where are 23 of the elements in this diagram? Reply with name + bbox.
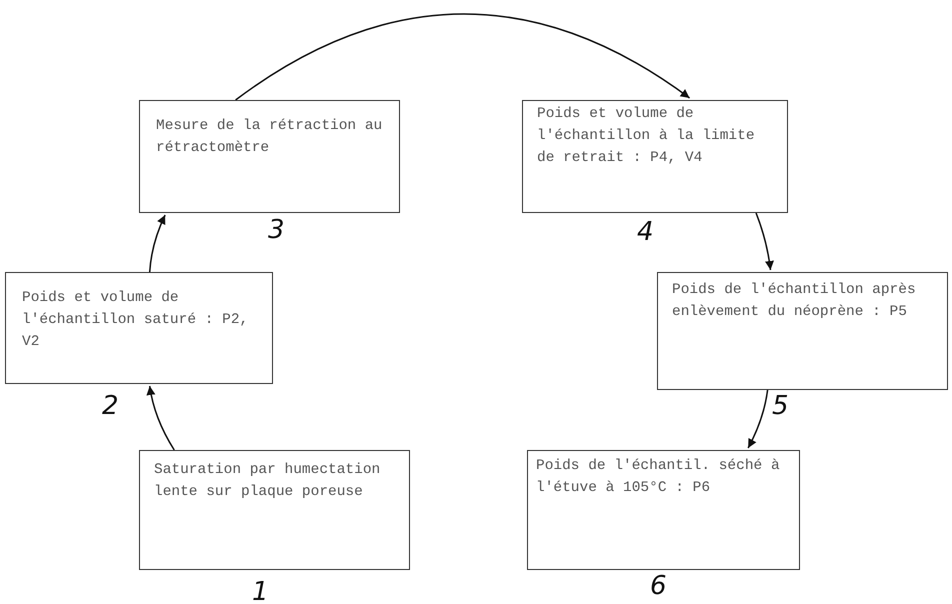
step-number: 2 (102, 392, 119, 420)
process-box (5, 272, 273, 384)
box-text: Poids de l'échantillon après enlèvement du néoprène : P5 (672, 281, 917, 322)
box-text: Saturation par humectation lente sur plaque poreuse (154, 461, 382, 502)
process-box (527, 450, 800, 570)
arrow (747, 390, 768, 448)
box-text: Mesure de la rétraction au rétractomètre (156, 117, 383, 158)
arrow (755, 212, 774, 270)
step-number: 4 (637, 218, 654, 246)
box-text: Poids et volume de l'échantillon à la limite de retrait : P4, V4 (537, 105, 756, 168)
process-box (657, 272, 948, 390)
arrow (235, 13, 690, 101)
box-text: Poids et volume de l'échantillon saturé : P2, V2 (22, 289, 250, 352)
process-box (522, 100, 788, 213)
step-number: 6 (650, 572, 667, 600)
arrow (146, 386, 175, 450)
step-number: 1 (252, 578, 269, 604)
process-box (139, 450, 410, 570)
arrow (148, 214, 166, 272)
step-number: 5 (772, 392, 789, 420)
step-number: 3 (268, 216, 285, 244)
process-box (139, 100, 400, 213)
box-text: Poids de l'échantil. séché à l'étuve à 105°C : P6 (536, 457, 781, 498)
